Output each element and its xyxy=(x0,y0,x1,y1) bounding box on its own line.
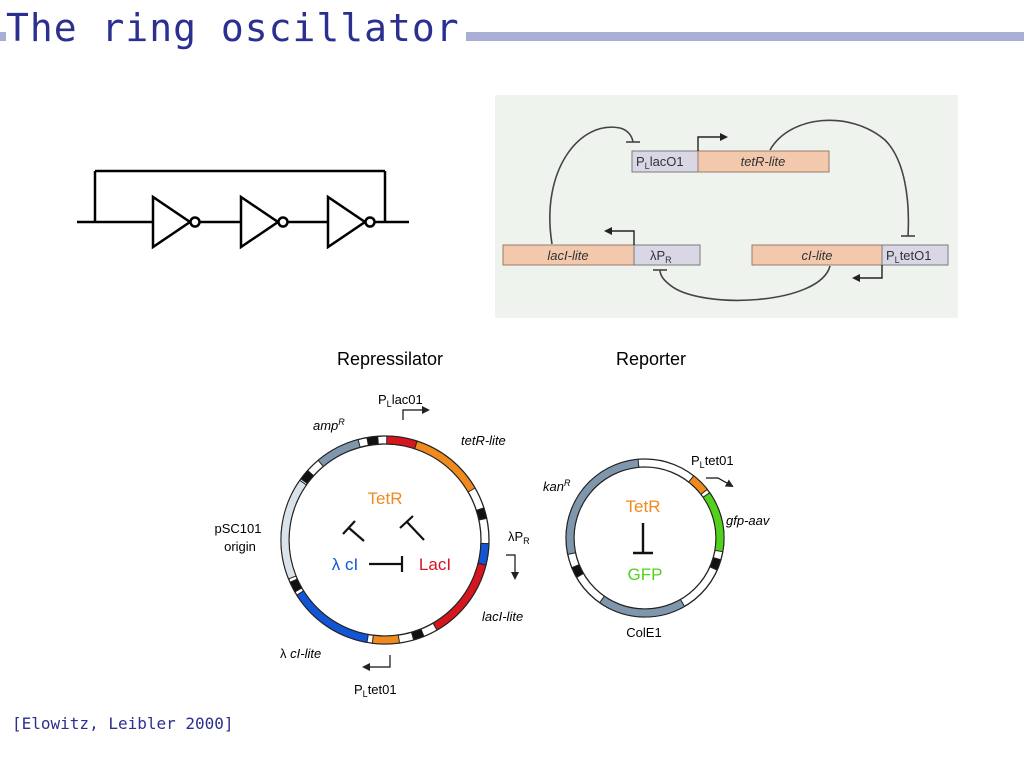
title-underline xyxy=(0,32,1024,41)
segment-cole1 xyxy=(598,595,686,618)
cole1-label: ColE1 xyxy=(626,625,661,640)
repo-ptet01-label: PLtet01 xyxy=(691,453,734,470)
segment-gfp-aav xyxy=(702,491,725,553)
repressilator-inhibition-arrows xyxy=(342,515,425,572)
rep-laci-lite-label: lacI-lite xyxy=(482,609,523,624)
reporter-inhibition-arrow xyxy=(633,523,653,555)
ampr-label: ampR xyxy=(313,417,345,433)
reporter-plasmid: kanR PLtet01 gfp-aav ColE1 TetR GFP xyxy=(543,453,771,640)
segment-repo-marker-1 xyxy=(709,556,722,571)
segment-marker-5 xyxy=(366,435,379,447)
inverter-gate-3 xyxy=(326,194,376,250)
gene-bar-tetr xyxy=(697,150,830,173)
rep-placo1-label: PLlac01 xyxy=(378,392,423,409)
repression-arc-ci-to-lambda-pr xyxy=(659,265,831,302)
ptelo1-label: PLtetO1 xyxy=(886,248,931,265)
segment-ptet01 xyxy=(371,634,401,645)
repressilator-plasmid: PLlac01 ampR tetR-lite pSC101 origin λPR… xyxy=(215,392,531,699)
segment-psc101-origin xyxy=(280,479,308,580)
promoter-box-lambda-pr xyxy=(633,244,701,266)
gene-circuit-panel: PLlacO1 tetR-lite lacI-lite λPR cI-lite … xyxy=(495,95,958,318)
promoter-box-ptelo1 xyxy=(881,244,949,266)
lambda-pr-label: λPR xyxy=(650,248,672,265)
laci-lite-label: lacI-lite xyxy=(547,248,588,263)
segment-repo-marker-2 xyxy=(571,563,585,579)
transcription-arrow-tetr xyxy=(697,133,728,151)
tetr-protein-label: TetR xyxy=(368,489,403,508)
inverter-gate-2 xyxy=(239,194,289,250)
segment-laci-lite xyxy=(432,562,487,631)
segment-marker-2 xyxy=(410,628,425,641)
segment-marker-1 xyxy=(475,507,488,521)
slide-title: The ring oscillator xyxy=(6,6,466,50)
origin-label: origin xyxy=(224,539,256,554)
segment-repo-ptet01 xyxy=(688,475,708,495)
lambda-pr-plasmid-label: λPR xyxy=(508,529,530,546)
ci-lite-label: cI-lite xyxy=(801,248,832,263)
transcription-arrow-ci xyxy=(852,265,883,282)
segment-ci-lite xyxy=(296,590,369,643)
segment-ampr xyxy=(317,438,361,468)
psc101-label: pSC101 xyxy=(215,521,262,536)
segment-marker-3 xyxy=(289,578,303,593)
segment-kanr xyxy=(565,458,640,556)
reporter-heading: Reporter xyxy=(616,349,686,369)
gfp-protein-label: GFP xyxy=(628,565,663,584)
transcription-arrow-laci xyxy=(604,227,635,245)
repo-tetr-protein-label: TetR xyxy=(626,497,661,516)
citation: [Elowitz, Leibler 2000] xyxy=(12,714,234,733)
repression-arc-laci-to-placo1 xyxy=(549,126,634,245)
laci-protein-label: LacI xyxy=(419,555,451,574)
segment-placo1 xyxy=(386,435,418,450)
tetr-lite-label: tetR-lite xyxy=(741,154,786,169)
inverter-ring-diagram xyxy=(77,169,409,250)
lambda-ci-protein-label: λ cI xyxy=(332,555,358,574)
segment-tetr-lite xyxy=(414,440,476,493)
repression-arc-tetr-to-ptelo1 xyxy=(769,119,910,237)
gfp-aav-label: gfp-aav xyxy=(726,513,771,528)
rep-tetr-lite-label: tetR-lite xyxy=(461,433,506,448)
lambda-ci-lite-label: λ cI-lite xyxy=(280,646,321,661)
placo1-label: PLlacO1 xyxy=(636,154,684,171)
kanr-label: kanR xyxy=(543,478,571,494)
inverter-gate-1 xyxy=(151,194,201,250)
rep-ptet01-label: PLtet01 xyxy=(354,682,397,699)
repressilator-heading: Repressilator xyxy=(337,349,443,369)
segment-marker-4 xyxy=(300,469,315,485)
